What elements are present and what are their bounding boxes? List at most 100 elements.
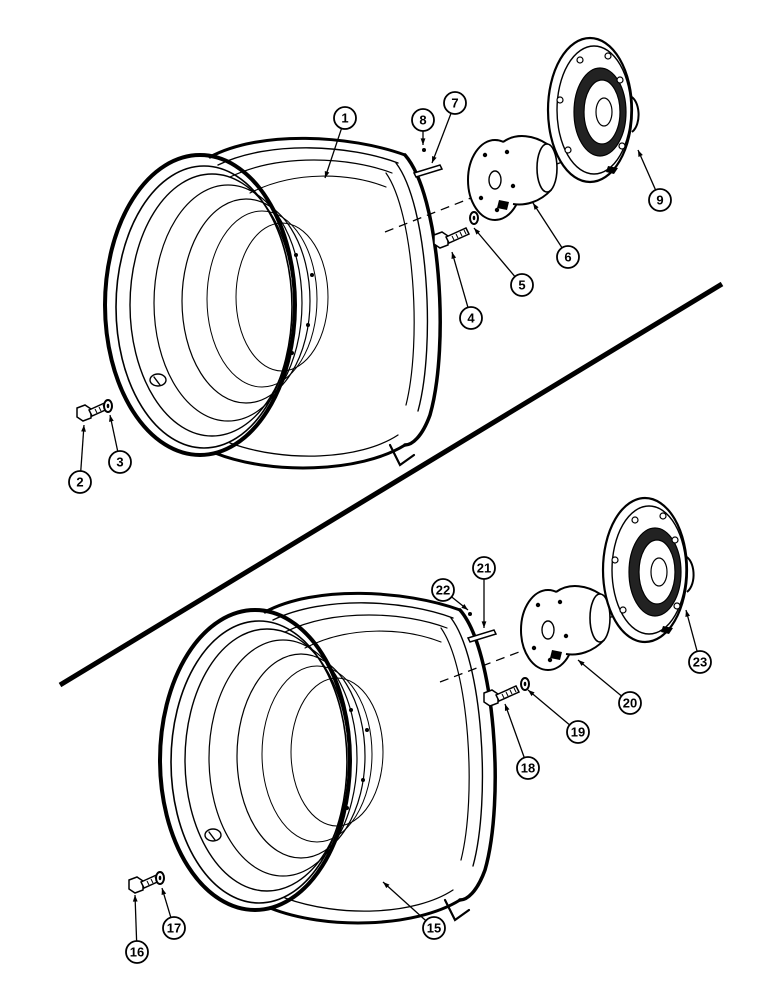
- wheel-rim-lower: [158, 591, 498, 925]
- callout-arrowhead: [461, 604, 468, 610]
- callout-23: 23: [685, 609, 712, 674]
- callout-15: 15: [382, 881, 446, 940]
- adapter-plate-lower: [601, 496, 695, 644]
- callout-leader: [431, 113, 452, 164]
- callout-number: 15: [427, 921, 441, 936]
- callout-circle: [443, 91, 467, 115]
- callout-leader: [504, 703, 525, 758]
- callout-arrowhead: [474, 228, 481, 235]
- callout-number: 19: [571, 725, 585, 740]
- callout-circle: [472, 556, 496, 580]
- lower-assembly: [128, 496, 695, 925]
- callout-leader: [324, 128, 343, 179]
- callout-circle: [333, 106, 357, 130]
- callout-leader: [685, 609, 698, 652]
- callout-2: 2: [68, 424, 92, 494]
- callout-leader: [473, 227, 516, 278]
- callout-circle: [688, 650, 712, 674]
- washer-lower: [520, 677, 530, 691]
- callout-arrowhead: [324, 171, 330, 178]
- callout-arrowhead: [578, 660, 585, 667]
- callout-circle: [162, 916, 186, 940]
- callout-number: 16: [130, 945, 144, 960]
- rim-nut-lower: [155, 871, 165, 885]
- callout-21: 21: [472, 556, 496, 628]
- callout-arrowhead: [432, 156, 437, 163]
- callout-1: 1: [324, 106, 357, 179]
- callout-5: 5: [473, 227, 534, 297]
- callout-circle: [618, 691, 642, 715]
- callout-arrowhead: [132, 895, 138, 902]
- callout-arrowhead: [504, 704, 510, 711]
- callout-arrowhead: [528, 690, 535, 697]
- callout-number: 1: [341, 111, 348, 126]
- callout-7: 7: [431, 91, 467, 164]
- callout-17: 17: [161, 887, 186, 940]
- callout-4: 4: [451, 251, 483, 330]
- callout-18: 18: [504, 703, 540, 780]
- callout-number: 3: [116, 455, 123, 470]
- callout-arrowhead: [451, 252, 457, 259]
- callout-leader: [382, 881, 427, 922]
- key-upper: [413, 164, 443, 178]
- callout-circle: [510, 273, 534, 297]
- callout-arrowhead: [685, 610, 691, 617]
- pin-lower: [468, 612, 472, 616]
- callout-8: 8: [411, 108, 435, 145]
- callout-circle: [68, 470, 92, 494]
- callout-leader: [577, 659, 622, 697]
- callout-leader: [532, 202, 563, 249]
- callout-number: 18: [521, 761, 535, 776]
- callout-number: 6: [564, 250, 571, 265]
- callout-6: 6: [532, 202, 580, 269]
- callout-leader: [134, 894, 138, 942]
- callout-number: 4: [467, 311, 475, 326]
- hub-lower: [520, 585, 611, 671]
- callout-20: 20: [577, 659, 642, 715]
- callout-circle: [566, 720, 590, 744]
- callout-circle: [108, 450, 132, 474]
- callout-arrowhead: [481, 621, 487, 628]
- callout-number: 21: [477, 561, 491, 576]
- pin-upper: [422, 148, 426, 152]
- callout-arrowhead: [81, 425, 86, 432]
- callout-leader: [637, 149, 657, 191]
- section-divider: [58, 281, 724, 688]
- callout-circle: [516, 756, 540, 780]
- callout-arrowhead: [533, 203, 539, 210]
- callout-16: 16: [125, 894, 149, 964]
- callout-number: 22: [436, 583, 450, 598]
- callout-leader: [451, 251, 469, 308]
- washer-upper: [469, 211, 479, 225]
- callout-number: 5: [518, 278, 525, 293]
- wheel-rim-upper: [103, 136, 443, 470]
- callout-19: 19: [527, 689, 590, 744]
- bolt-upper: [433, 227, 470, 249]
- callout-arrowhead: [638, 150, 643, 157]
- callout-number: 20: [623, 696, 637, 711]
- callout-arrowhead: [383, 882, 390, 889]
- upper-assembly: [76, 36, 640, 470]
- hub-upper: [467, 135, 558, 221]
- callout-number: 9: [656, 193, 663, 208]
- callout-number: 17: [167, 921, 181, 936]
- callout-22: 22: [431, 578, 469, 611]
- callout-number: 8: [419, 113, 426, 128]
- callout-circle: [431, 578, 455, 602]
- callout-number: 23: [693, 655, 707, 670]
- callout-arrowhead: [161, 888, 167, 895]
- callout-arrowhead: [109, 415, 114, 422]
- callout-leader: [527, 689, 570, 726]
- adapter-plate-upper: [546, 36, 640, 184]
- callout-number: 2: [76, 475, 83, 490]
- callout-9: 9: [637, 149, 672, 212]
- callout-circle: [411, 108, 435, 132]
- callout-leader: [80, 424, 85, 472]
- callout-3: 3: [108, 414, 132, 474]
- callout-circle: [125, 940, 149, 964]
- callout-arrowhead: [420, 138, 426, 145]
- callout-circle: [648, 188, 672, 212]
- rim-nut-upper: [103, 399, 113, 413]
